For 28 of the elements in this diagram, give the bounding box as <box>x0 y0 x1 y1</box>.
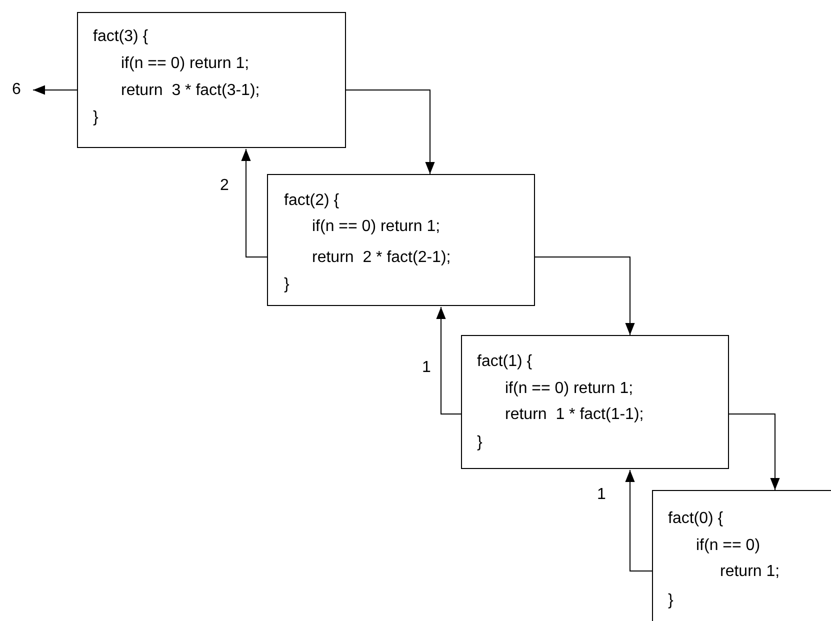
arrow <box>346 90 435 174</box>
arrow <box>534 256 635 336</box>
function-frame-box <box>77 12 346 148</box>
code-line: fact(3) { <box>93 27 148 47</box>
arrow <box>32 85 78 95</box>
code-line: fact(0) { <box>668 509 724 529</box>
function-frame-box <box>652 490 831 621</box>
code-line: } <box>284 275 290 295</box>
function-frame-box <box>461 335 729 469</box>
code-line: return 1 * fact(1-1); <box>505 405 644 425</box>
code-line: return 3 * fact(3-1); <box>121 81 260 101</box>
code-line: } <box>93 108 98 128</box>
code-line: if(n == 0) <box>696 536 760 556</box>
arrow <box>728 414 780 490</box>
code-line: } <box>477 433 482 453</box>
arrow <box>436 306 462 414</box>
function-frame-box <box>267 174 535 306</box>
arrow <box>241 148 268 258</box>
code-line: if(n == 0) return 1; <box>312 217 440 237</box>
code-line: return 2 * fact(2-1); <box>312 248 451 268</box>
code-line: if(n == 0) return 1; <box>505 379 634 399</box>
code-line: fact(2) { <box>284 191 340 211</box>
code-line: return 1; <box>720 562 780 582</box>
code-line: fact(1) { <box>477 352 532 372</box>
code-line: } <box>668 591 674 611</box>
arrow <box>625 470 652 572</box>
code-line: if(n == 0) return 1; <box>121 54 250 74</box>
return-value-text: 6 <box>10 80 28 100</box>
